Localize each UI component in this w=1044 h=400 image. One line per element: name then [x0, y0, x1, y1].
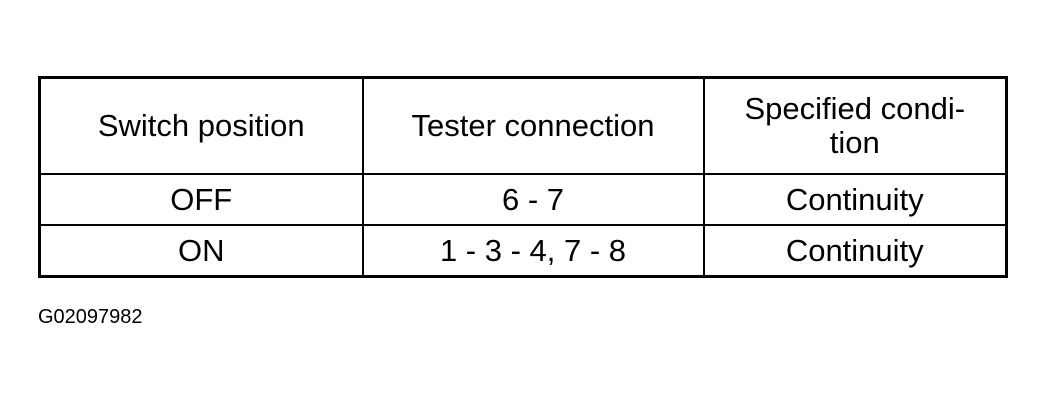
- header-tester-connection: Tester connection: [361, 76, 705, 175]
- header-specified-condition-line-2: tion: [829, 125, 880, 160]
- table-row: OFF 6 - 7 Continuity: [38, 173, 1008, 226]
- cell-tester-connection: 6 - 7: [361, 173, 705, 226]
- cell-switch-position: OFF: [38, 173, 364, 226]
- table-row: ON 1 - 3 - 4, 7 - 8 Continuity: [38, 224, 1008, 278]
- cell-specified-condition: Continuity: [702, 224, 1008, 278]
- header-switch-position: Switch position: [38, 76, 364, 175]
- header-specified-condition: Specified condi- tion: [702, 76, 1008, 175]
- switch-continuity-table: Switch position Tester connection Specif…: [38, 76, 1008, 278]
- cell-switch-position: ON: [38, 224, 364, 278]
- cell-specified-condition: Continuity: [702, 173, 1008, 226]
- cell-tester-connection: 1 - 3 - 4, 7 - 8: [361, 224, 705, 278]
- header-specified-condition-line-1: Specified condi-: [744, 91, 966, 126]
- figure-id-label: G02097982: [38, 306, 143, 328]
- table-header-row: Switch position Tester connection Specif…: [38, 76, 1008, 175]
